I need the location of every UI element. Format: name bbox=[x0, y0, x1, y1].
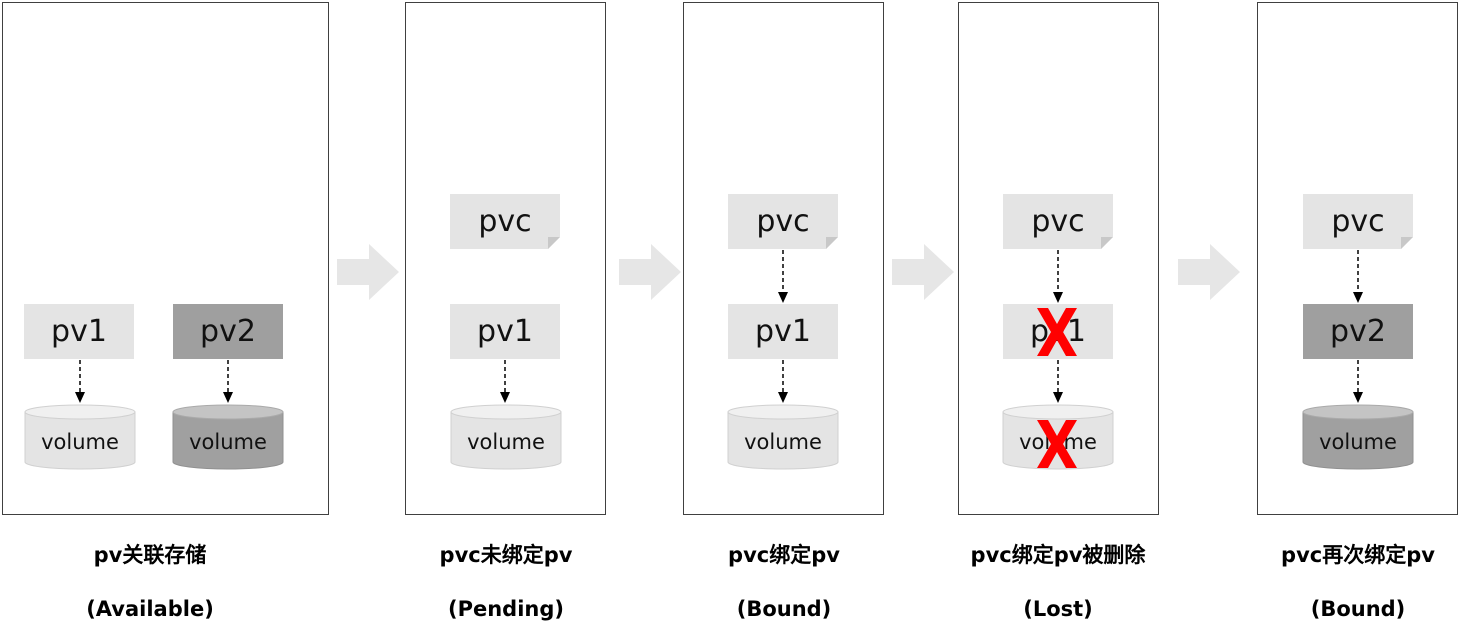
pv2-label: pv2 bbox=[200, 314, 256, 349]
pv1-label: pv1 bbox=[477, 314, 533, 349]
caption-pending: pvc未绑定pv (Pending) bbox=[356, 528, 656, 636]
volume-cylinder: volume bbox=[24, 404, 136, 470]
dashed-arrow bbox=[1053, 360, 1063, 403]
pvc-box: pvc bbox=[1003, 194, 1113, 249]
dashed-arrow bbox=[75, 360, 85, 403]
pvc-label: pvc bbox=[756, 204, 810, 239]
caption-title: pvc再次绑定pv bbox=[1281, 543, 1435, 567]
caption-bound: pvc绑定pv (Bound) bbox=[634, 528, 934, 636]
volume-label: volume bbox=[467, 430, 545, 454]
dashed-arrow bbox=[1053, 250, 1063, 303]
pv1-label: pv1 bbox=[51, 314, 107, 349]
volume-cylinder: volume bbox=[727, 404, 839, 470]
pv1-box: pv1 bbox=[24, 304, 134, 359]
pv1-box: pv1 bbox=[450, 304, 560, 359]
caption-state: (Pending) bbox=[448, 597, 564, 621]
pv2-box: pv2 bbox=[173, 304, 283, 359]
pvc-label: pvc bbox=[1031, 204, 1085, 239]
caption-state: (Available) bbox=[86, 597, 214, 621]
caption-state: (Lost) bbox=[1023, 597, 1093, 621]
pv1-box: pv1 bbox=[728, 304, 838, 359]
caption-available: pv关联存储 (Available) bbox=[0, 528, 300, 636]
pv2-label: pv2 bbox=[1330, 314, 1386, 349]
pvc-box: pvc bbox=[1303, 194, 1413, 249]
deleted-x-icon bbox=[1037, 420, 1077, 468]
transition-arrow-3 bbox=[892, 244, 954, 300]
transition-arrow-4 bbox=[1178, 244, 1240, 300]
dashed-arrow bbox=[778, 250, 788, 303]
volume-label: volume bbox=[744, 430, 822, 454]
pvc-label: pvc bbox=[1331, 204, 1385, 239]
pvc-label: pvc bbox=[478, 204, 532, 239]
dashed-arrow bbox=[500, 360, 510, 403]
deleted-x-icon bbox=[1037, 308, 1077, 356]
caption-rebound: pvc再次绑定pv (Bound) bbox=[1208, 528, 1464, 636]
caption-state: (Bound) bbox=[1310, 597, 1406, 621]
transition-arrow-2 bbox=[619, 244, 681, 300]
dashed-arrow bbox=[778, 360, 788, 403]
caption-title: pvc绑定pv bbox=[728, 543, 840, 567]
caption-state: (Bound) bbox=[736, 597, 832, 621]
volume-cylinder: volume bbox=[450, 404, 562, 470]
transition-arrow-1 bbox=[337, 244, 399, 300]
caption-title: pvc未绑定pv bbox=[439, 543, 573, 567]
volume-cylinder-dark: volume bbox=[172, 404, 284, 470]
caption-lost: pvc绑定pv被删除 (Lost) bbox=[908, 528, 1208, 636]
caption-title: pv关联存储 bbox=[93, 543, 207, 567]
dashed-arrow bbox=[1353, 250, 1363, 303]
pvc-box: pvc bbox=[728, 194, 838, 249]
caption-title: pvc绑定pv被删除 bbox=[970, 543, 1146, 567]
dashed-arrow bbox=[1353, 360, 1363, 403]
volume-label: volume bbox=[189, 430, 267, 454]
dashed-arrow bbox=[223, 360, 233, 403]
volume-cylinder-dark: volume bbox=[1302, 404, 1414, 470]
pvc-box: pvc bbox=[450, 194, 560, 249]
volume-label: volume bbox=[1319, 430, 1397, 454]
pv2-box: pv2 bbox=[1303, 304, 1413, 359]
pv1-label: pv1 bbox=[755, 314, 811, 349]
volume-label: volume bbox=[41, 430, 119, 454]
